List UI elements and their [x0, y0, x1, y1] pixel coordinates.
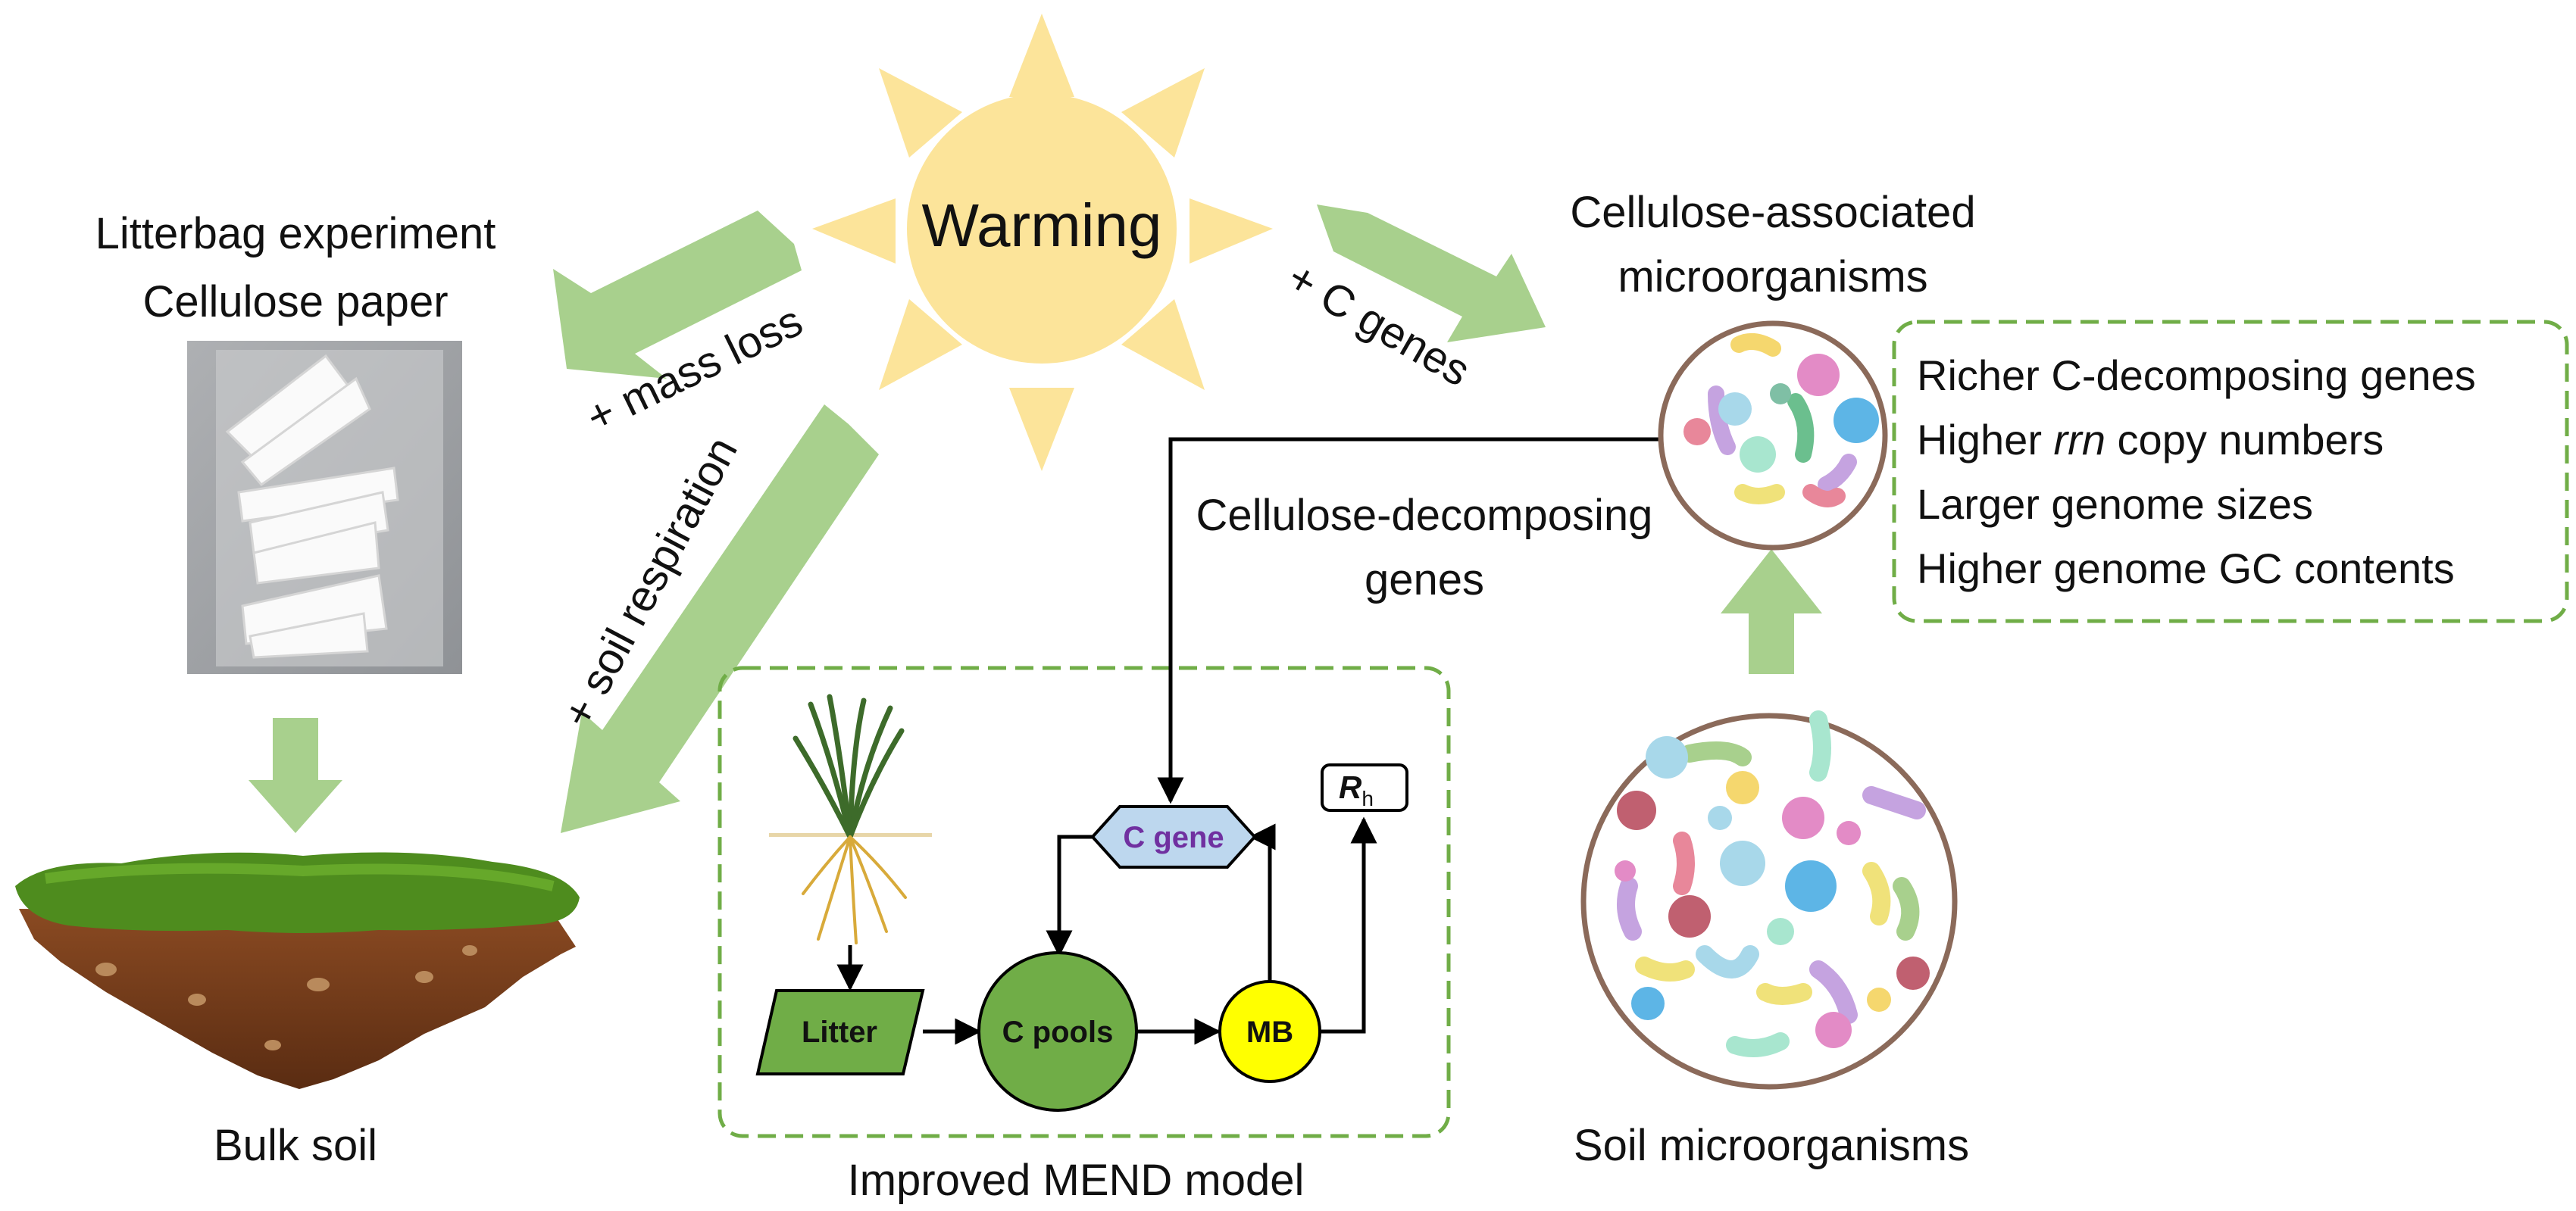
- litterbag-subtitle: Cellulose paper: [142, 277, 448, 326]
- edge-mb-to-rh: [1320, 816, 1377, 1034]
- mb-label: MB: [1246, 1016, 1293, 1049]
- rh-label: Rh: [1339, 769, 1374, 810]
- trait-2: Higher rrn copy numbers: [1917, 416, 2384, 463]
- warming-label: Warming: [921, 192, 1161, 259]
- trait-2-italic: rrn: [2054, 416, 2106, 463]
- litter-node: Litter: [755, 989, 925, 1075]
- plant-icon: [769, 694, 932, 944]
- edge-cgene-to-cpools: [1046, 835, 1096, 957]
- trait-3: Larger genome sizes: [1917, 480, 2313, 528]
- soil-microbes-circle: [1580, 710, 1958, 1090]
- c-pools-node: C pools: [977, 951, 1138, 1112]
- rh-main: R: [1339, 769, 1362, 805]
- edge-microbes-to-cgene: [1157, 437, 1663, 804]
- rh-sub: h: [1361, 787, 1374, 810]
- edge-mb-to-cgene: [1249, 823, 1276, 985]
- cellulose-microbes-circle: [1658, 320, 1888, 551]
- mend-model-box: [717, 666, 1451, 1138]
- litterbag-photo: [187, 341, 462, 674]
- arrow-litterbag-to-soil: [249, 718, 342, 833]
- arrow-to-soil: [561, 404, 879, 833]
- traits-box: [1892, 320, 2569, 623]
- trait-1: Richer C-decomposing genes: [1917, 351, 2476, 399]
- rh-node: Rh: [1321, 763, 1408, 812]
- litterbag-title: Litterbag experiment: [95, 209, 496, 258]
- bulk-soil-label: Bulk soil: [214, 1121, 377, 1170]
- decomposing-genes-label-1: Cellulose-decomposing: [1196, 491, 1653, 540]
- soil-microbes-label: Soil microorganisms: [1574, 1121, 1969, 1170]
- c-pools-label: C pools: [1002, 1016, 1114, 1049]
- arrow-to-microbes: [1317, 204, 1546, 342]
- trait-2-post: copy numbers: [2106, 416, 2384, 463]
- trait-2-pre: Higher: [1917, 416, 2054, 463]
- mb-node: MB: [1218, 980, 1321, 1083]
- litter-label: Litter: [802, 1016, 877, 1049]
- sun-icon: [812, 14, 1273, 471]
- arrow-soil-to-microbes: [1721, 549, 1822, 674]
- bulk-soil-icon: [15, 852, 580, 1089]
- cellulose-microbes-subtitle: microorganisms: [1618, 252, 1927, 301]
- arrow-to-litterbag: [553, 211, 802, 379]
- c-gene-label: C gene: [1123, 821, 1224, 854]
- cellulose-microbes-title: Cellulose-associated: [1570, 188, 1975, 237]
- decomposing-genes-label-2: genes: [1365, 555, 1484, 604]
- mend-model-caption: Improved MEND model: [848, 1156, 1305, 1205]
- c-gene-node: C gene: [1090, 805, 1257, 869]
- model-edges: [836, 437, 1663, 1045]
- warming-arrows: [249, 204, 1822, 833]
- trait-4: Higher genome GC contents: [1917, 545, 2455, 592]
